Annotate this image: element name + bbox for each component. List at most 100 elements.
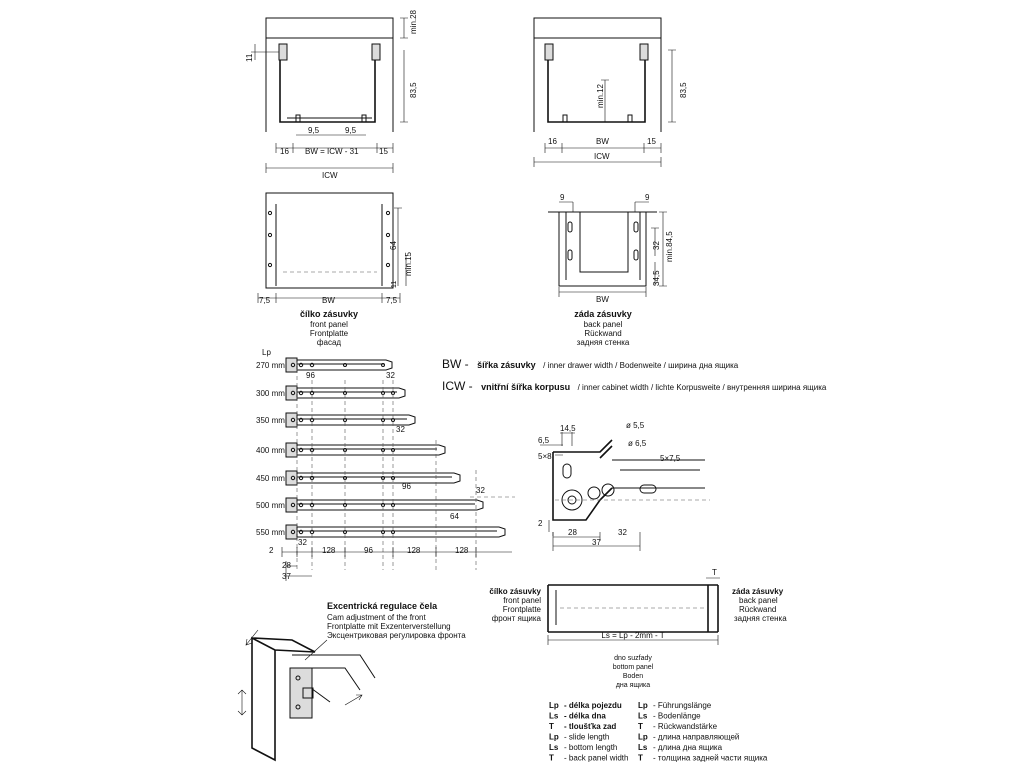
svg-text:Ls- bottom length: Ls- bottom length xyxy=(549,743,617,752)
dim-9-5-left: 9,5 xyxy=(308,126,320,135)
section-front-de: Frontplatte xyxy=(503,605,542,614)
slide-dim-32-350: 32 xyxy=(396,425,405,434)
section-back-de: Rückwand xyxy=(739,605,776,614)
back-panel-label-de: Rückwand xyxy=(584,329,621,338)
bw-icw-definitions: BW - šířka zásuvky / inner drawer width … xyxy=(442,355,827,394)
abbrev-text: - tloušťka zad xyxy=(564,722,616,731)
detail-dim-28: 28 xyxy=(568,528,577,537)
svg-text:Ls- длина дна ящика: Ls- длина дна ящика xyxy=(638,743,723,752)
bw-def-cz: šířka zásuvky xyxy=(477,360,536,370)
abbrev-code: T xyxy=(549,754,554,763)
slide-dim-32-top: 32 xyxy=(386,371,395,380)
back-panel-view: 9 9 32 min.84,5 34,5 BW záda zásuvky bac… xyxy=(548,193,674,347)
section-bottom-de: Boden xyxy=(623,673,643,680)
abbrev-text: - длина дна ящика xyxy=(653,743,723,752)
bw-code: BW - xyxy=(442,357,469,371)
cam-title-ru: Эксцентриковая регулировка фронта xyxy=(327,631,466,640)
abbrev-text: - толщина задней части ящика xyxy=(653,754,768,763)
cam-adjustment-view: Excentrická regulace čela Cam adjustment… xyxy=(237,601,466,762)
slide-rail xyxy=(287,499,484,511)
dim-16-right: 16 xyxy=(548,137,557,146)
section-bottom-ru: дна ящика xyxy=(616,682,650,689)
back-panel-label-cz: záda zásuvky xyxy=(574,309,632,319)
svg-text:Ls- Bodenlänge: Ls- Bodenlänge xyxy=(638,712,701,721)
slide-dim-28: 28 xyxy=(282,561,291,570)
slide-dim-64: 64 xyxy=(450,512,459,521)
dim-bw-formula: BW = ICW - 31 xyxy=(305,147,359,156)
detail-dim-14-5: 14,5 xyxy=(560,424,576,433)
section-bottom-en: bottom panel xyxy=(613,664,654,671)
abbrev-text: - длина направляющей xyxy=(653,733,739,742)
section-back-en: back panel xyxy=(739,596,778,605)
svg-text:T- tloušťka zad: T - tloušťka zad xyxy=(549,722,616,731)
abbrev-code: Lp xyxy=(549,733,559,742)
dim-bw-back: BW xyxy=(596,295,609,304)
detail-dim-5x7-5: 5×7,5 xyxy=(660,454,681,463)
abbrev-text: - délka dna xyxy=(564,712,606,721)
bracket-detail: 14,5 ø 5,5 6,5 ø 6,5 5×8 5×7,5 2 28 32 3… xyxy=(538,421,710,551)
slide-dim-32-500: 32 xyxy=(476,486,485,495)
detail-dim-5x8: 5×8 xyxy=(538,452,552,461)
slide-row: 450 mm xyxy=(256,470,461,486)
svg-text:BW - šířka zásuvky: BW - šířka zásuvky / inner drawer width … xyxy=(442,355,739,372)
icw-def-cz: vnitřní šířka korpusu xyxy=(481,382,570,392)
abbrev-code: T xyxy=(638,722,643,731)
abbrev-code: T xyxy=(549,722,554,731)
dim-min84-5: min.84,5 xyxy=(665,231,674,262)
cam-title-en: Cam adjustment of the front xyxy=(327,613,426,622)
icw-code: ICW - xyxy=(442,379,473,393)
front-panel-label-en: front panel xyxy=(310,320,348,329)
abbrev-text: - back panel width xyxy=(564,754,628,763)
dim-9-5-right: 9,5 xyxy=(345,126,357,135)
slide-dim-128-c: 128 xyxy=(455,546,469,555)
section-formula: Ls = Lp - 2mm - T xyxy=(601,631,664,640)
slide-dim-128-b: 128 xyxy=(407,546,421,555)
detail-dim-32: 32 xyxy=(618,528,627,537)
section-bottom-cz: dno suzfady xyxy=(614,655,652,662)
slide-row: 550 mm xyxy=(256,524,506,540)
dim-min28: min.28 xyxy=(409,9,418,34)
section-back-cz: záda zásuvky xyxy=(732,587,784,596)
slide-length-label: 400 mm xyxy=(256,446,285,455)
slide-length-label: 270 mm xyxy=(256,361,285,370)
slide-row: 300 mm xyxy=(256,385,406,401)
dim-9-back-right: 9 xyxy=(645,193,650,202)
dim-83-5: 83,5 xyxy=(409,82,418,98)
abbrev-code: Ls xyxy=(549,712,559,721)
front-panel-label-ru: фасад xyxy=(317,338,341,347)
section-front-ru: фронт ящика xyxy=(492,614,542,623)
abbrev-text: - bottom length xyxy=(564,743,617,752)
slide-dim-96-bottom: 96 xyxy=(364,546,373,555)
abbrev-text: - Bodenlänge xyxy=(653,712,701,721)
dim-7-5-left: 7,5 xyxy=(259,296,271,305)
svg-text:Ls- délka dna: Ls - délka dna xyxy=(549,712,606,721)
svg-text:ICW - vnitřní šířka korp: ICW - vnitřní šířka korpusu / inner cabi… xyxy=(442,377,827,394)
slide-row: 500 mm xyxy=(256,497,484,513)
svg-text:Lp- slide length: Lp- slide length xyxy=(549,733,609,742)
slide-row: 270 mm xyxy=(256,357,393,373)
svg-text:T- back panel width: T - back panel width xyxy=(549,754,628,763)
slide-rail xyxy=(287,414,416,426)
front-panel-label-de: Frontplatte xyxy=(310,329,349,338)
front-panel-label-cz: čílko zásuvky xyxy=(300,309,358,319)
detail-dim-d6-5: ø 6,5 xyxy=(628,439,647,448)
abbrev-text: - Führungslänge xyxy=(653,701,712,710)
abbrev-text: - Rückwandstärke xyxy=(653,722,718,731)
slide-rail xyxy=(287,526,506,538)
dim-9-back-left: 9 xyxy=(560,193,565,202)
detail-dim-d5-5: ø 5,5 xyxy=(626,421,645,430)
abbrev-text: - délka pojezdu xyxy=(564,701,622,710)
slide-length-label: 350 mm xyxy=(256,416,285,425)
dim-15: 15 xyxy=(379,147,388,156)
slide-dim-32-bottom: 32 xyxy=(298,538,307,547)
section-front-en: front panel xyxy=(503,596,541,605)
slide-length-label: 450 mm xyxy=(256,474,285,483)
dim-15-right: 15 xyxy=(647,137,656,146)
dim-83-5-right: 83,5 xyxy=(679,82,688,98)
dim-32-back: 32 xyxy=(652,241,661,250)
top-right-section: min.12 83,5 16 BW 15 ICW xyxy=(533,17,688,167)
icw-def-rest: / inner cabinet width / lichte Korpuswei… xyxy=(578,383,827,392)
